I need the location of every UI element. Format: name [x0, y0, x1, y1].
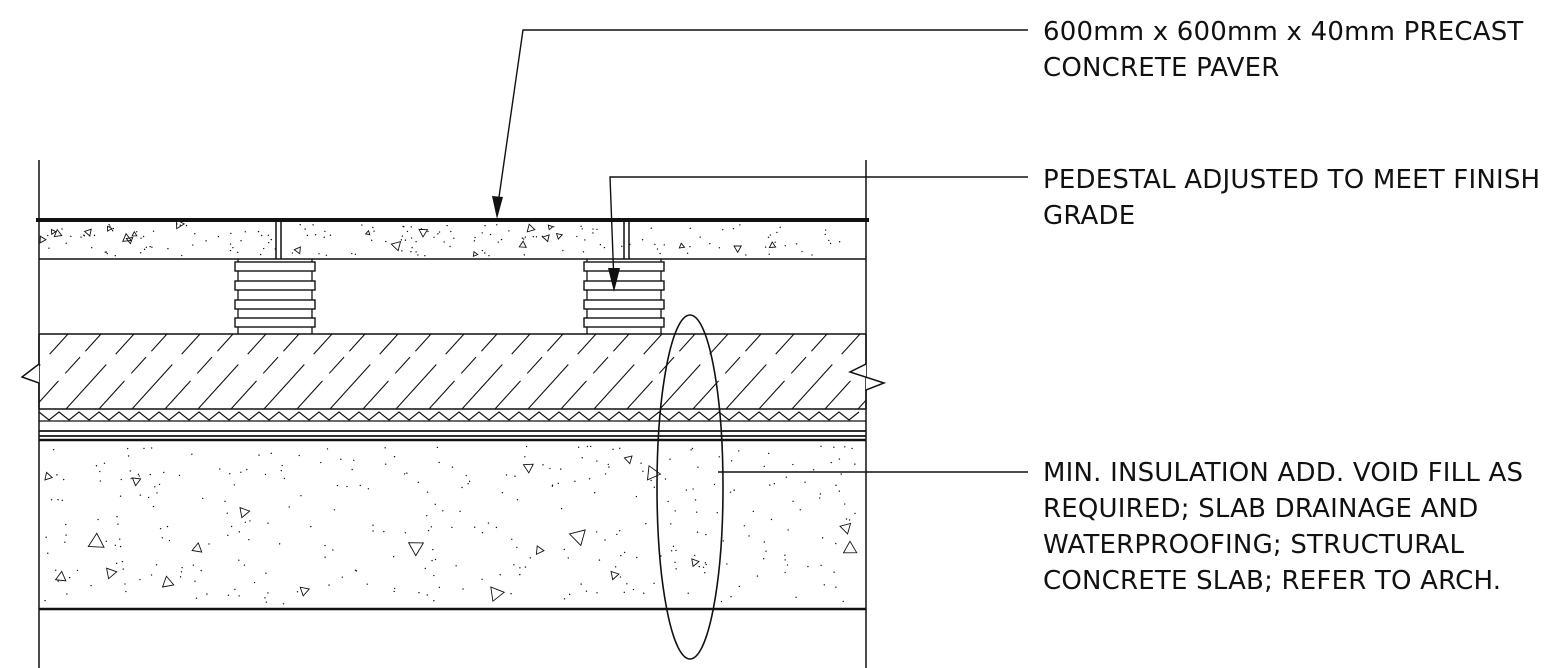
pedestals — [234, 259, 665, 334]
note-paver-line-2: CONCRETE PAVER — [1043, 53, 1280, 83]
callout-ellipse — [656, 314, 724, 660]
pedestal-2 — [583, 259, 665, 334]
note-insulation-line-2: REQUIRED; SLAB DRAINAGE AND — [1043, 494, 1479, 524]
leader-pedestal — [608, 176, 1028, 292]
drainage-zigzag — [38, 411, 860, 421]
concrete-paver-layer — [36, 218, 869, 260]
note-insulation-line-4: CONCRETE SLAB; REFER TO ARCH. — [1043, 566, 1502, 596]
pedestal-1 — [234, 259, 316, 334]
drainage-layer — [38, 411, 866, 422]
structural-concrete-slab — [39, 445, 866, 611]
insulation-hatch — [39, 334, 866, 409]
note-paver: 600mm x 600mm x 40mm PRECAST CONCRETE PA… — [1043, 14, 1524, 86]
insulation-layer — [39, 333, 866, 410]
note-insulation-line-1: MIN. INSULATION ADD. VOID FILL AS — [1043, 458, 1524, 488]
note-paver-line-1: 600mm x 600mm x 40mm PRECAST — [1043, 17, 1524, 47]
note-insulation: MIN. INSULATION ADD. VOID FILL AS REQUIR… — [1043, 455, 1523, 599]
note-pedestal-line-1: PEDESTAL ADJUSTED TO MEET FINISH — [1043, 165, 1541, 195]
paver-concrete-stipple — [39, 221, 841, 258]
waterproofing-membrane — [39, 430, 866, 442]
note-pedestal: PEDESTAL ADJUSTED TO MEET FINISH GRADE — [1043, 162, 1540, 234]
leader-paver — [492, 29, 1028, 219]
slab-concrete-stipple — [44, 445, 858, 605]
left-break-line — [20, 334, 40, 409]
note-pedestal-line-2: GRADE — [1043, 201, 1136, 231]
note-insulation-line-3: WATERPROOFING; STRUCTURAL — [1043, 530, 1465, 560]
right-break-line — [848, 334, 887, 409]
